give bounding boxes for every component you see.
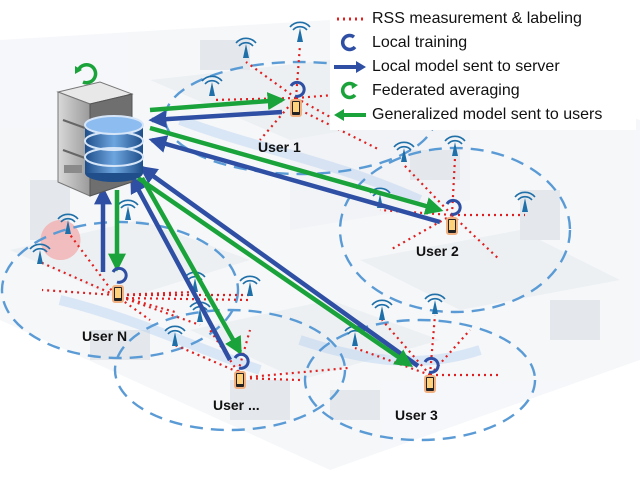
green-arrow-user1: [149, 92, 286, 113]
userN-device: [111, 266, 128, 303]
legend-item-federated-averaging: Federated averaging: [330, 80, 520, 102]
coverage-areas: [0, 60, 572, 442]
antenna-icon: [444, 135, 466, 156]
antenna-icon: [393, 141, 415, 162]
legend-item-generalized-model: Generalized model sent to users: [330, 104, 602, 126]
legend-label: Generalized model sent to users: [372, 106, 603, 123]
cycle-arrow-icon: [289, 80, 306, 98]
legend-label: Local model sent to server: [372, 58, 560, 75]
cycle-arrow-icon: [111, 266, 128, 284]
coverage-userDots: [113, 308, 347, 432]
green-arrow-user3: [136, 176, 413, 368]
cycle-arrow-icon: [445, 198, 462, 216]
legend-item-local-model: Local model sent to server: [330, 56, 560, 78]
legend-label: Federated averaging: [372, 82, 520, 99]
legend-label: RSS measurement & labeling: [372, 10, 582, 27]
cycle-arrow-icon: [233, 352, 250, 370]
user-1-label: User 1: [258, 139, 301, 155]
green-cycle-arrow-icon: [330, 80, 370, 102]
blue-cycle-arrow-icon: [330, 32, 370, 54]
cycle-arrow-icon: [423, 356, 440, 374]
blue-arrow-user1: [148, 109, 283, 129]
antenna-icon: [289, 21, 311, 42]
coverage-user3: [303, 318, 537, 442]
antenna-icon: [235, 37, 257, 58]
local-model-arrows: [94, 109, 441, 368]
userDots-device: [233, 352, 250, 389]
green-arrow-userDots: [140, 176, 242, 356]
user2-device: [445, 198, 462, 235]
antenna-icon: [239, 275, 261, 296]
database-icon: [84, 115, 144, 182]
coverage-userN: [0, 220, 240, 360]
user-dots-label: User ...: [213, 397, 260, 413]
user-2-label: User 2: [416, 243, 459, 259]
antenna-icon: [57, 213, 79, 234]
antenna-icon: [201, 75, 223, 96]
red-dotted-line-icon: [330, 8, 370, 30]
legend-item-rss: RSS measurement & labeling: [330, 8, 582, 30]
blue-arrow-icon: [330, 56, 370, 78]
antenna-icon: [514, 191, 536, 212]
antenna-icon: [164, 325, 186, 346]
user1-device: [289, 80, 306, 117]
federated-averaging-icon: [75, 63, 98, 85]
user-3-label: User 3: [395, 407, 438, 423]
antenna-icon: [29, 243, 51, 264]
legend-item-local-training: Local training: [330, 32, 467, 54]
antenna-icon: [424, 293, 446, 314]
legend-label: Local training: [372, 34, 468, 51]
blue-arrow-user2: [148, 135, 441, 225]
green-arrow-icon: [330, 104, 370, 126]
antenna-icon: [117, 199, 139, 220]
user3-device: [423, 356, 440, 393]
blue-arrow-userDots: [130, 174, 232, 362]
antenna-icon: [371, 299, 393, 320]
legend: RSS measurement & labeling Local trainin…: [330, 6, 636, 130]
green-arrow-user2: [149, 125, 444, 215]
generalized-model-arrows: [108, 92, 444, 368]
blue-arrow-user3: [139, 165, 420, 368]
user-n-label: User N: [82, 328, 128, 344]
